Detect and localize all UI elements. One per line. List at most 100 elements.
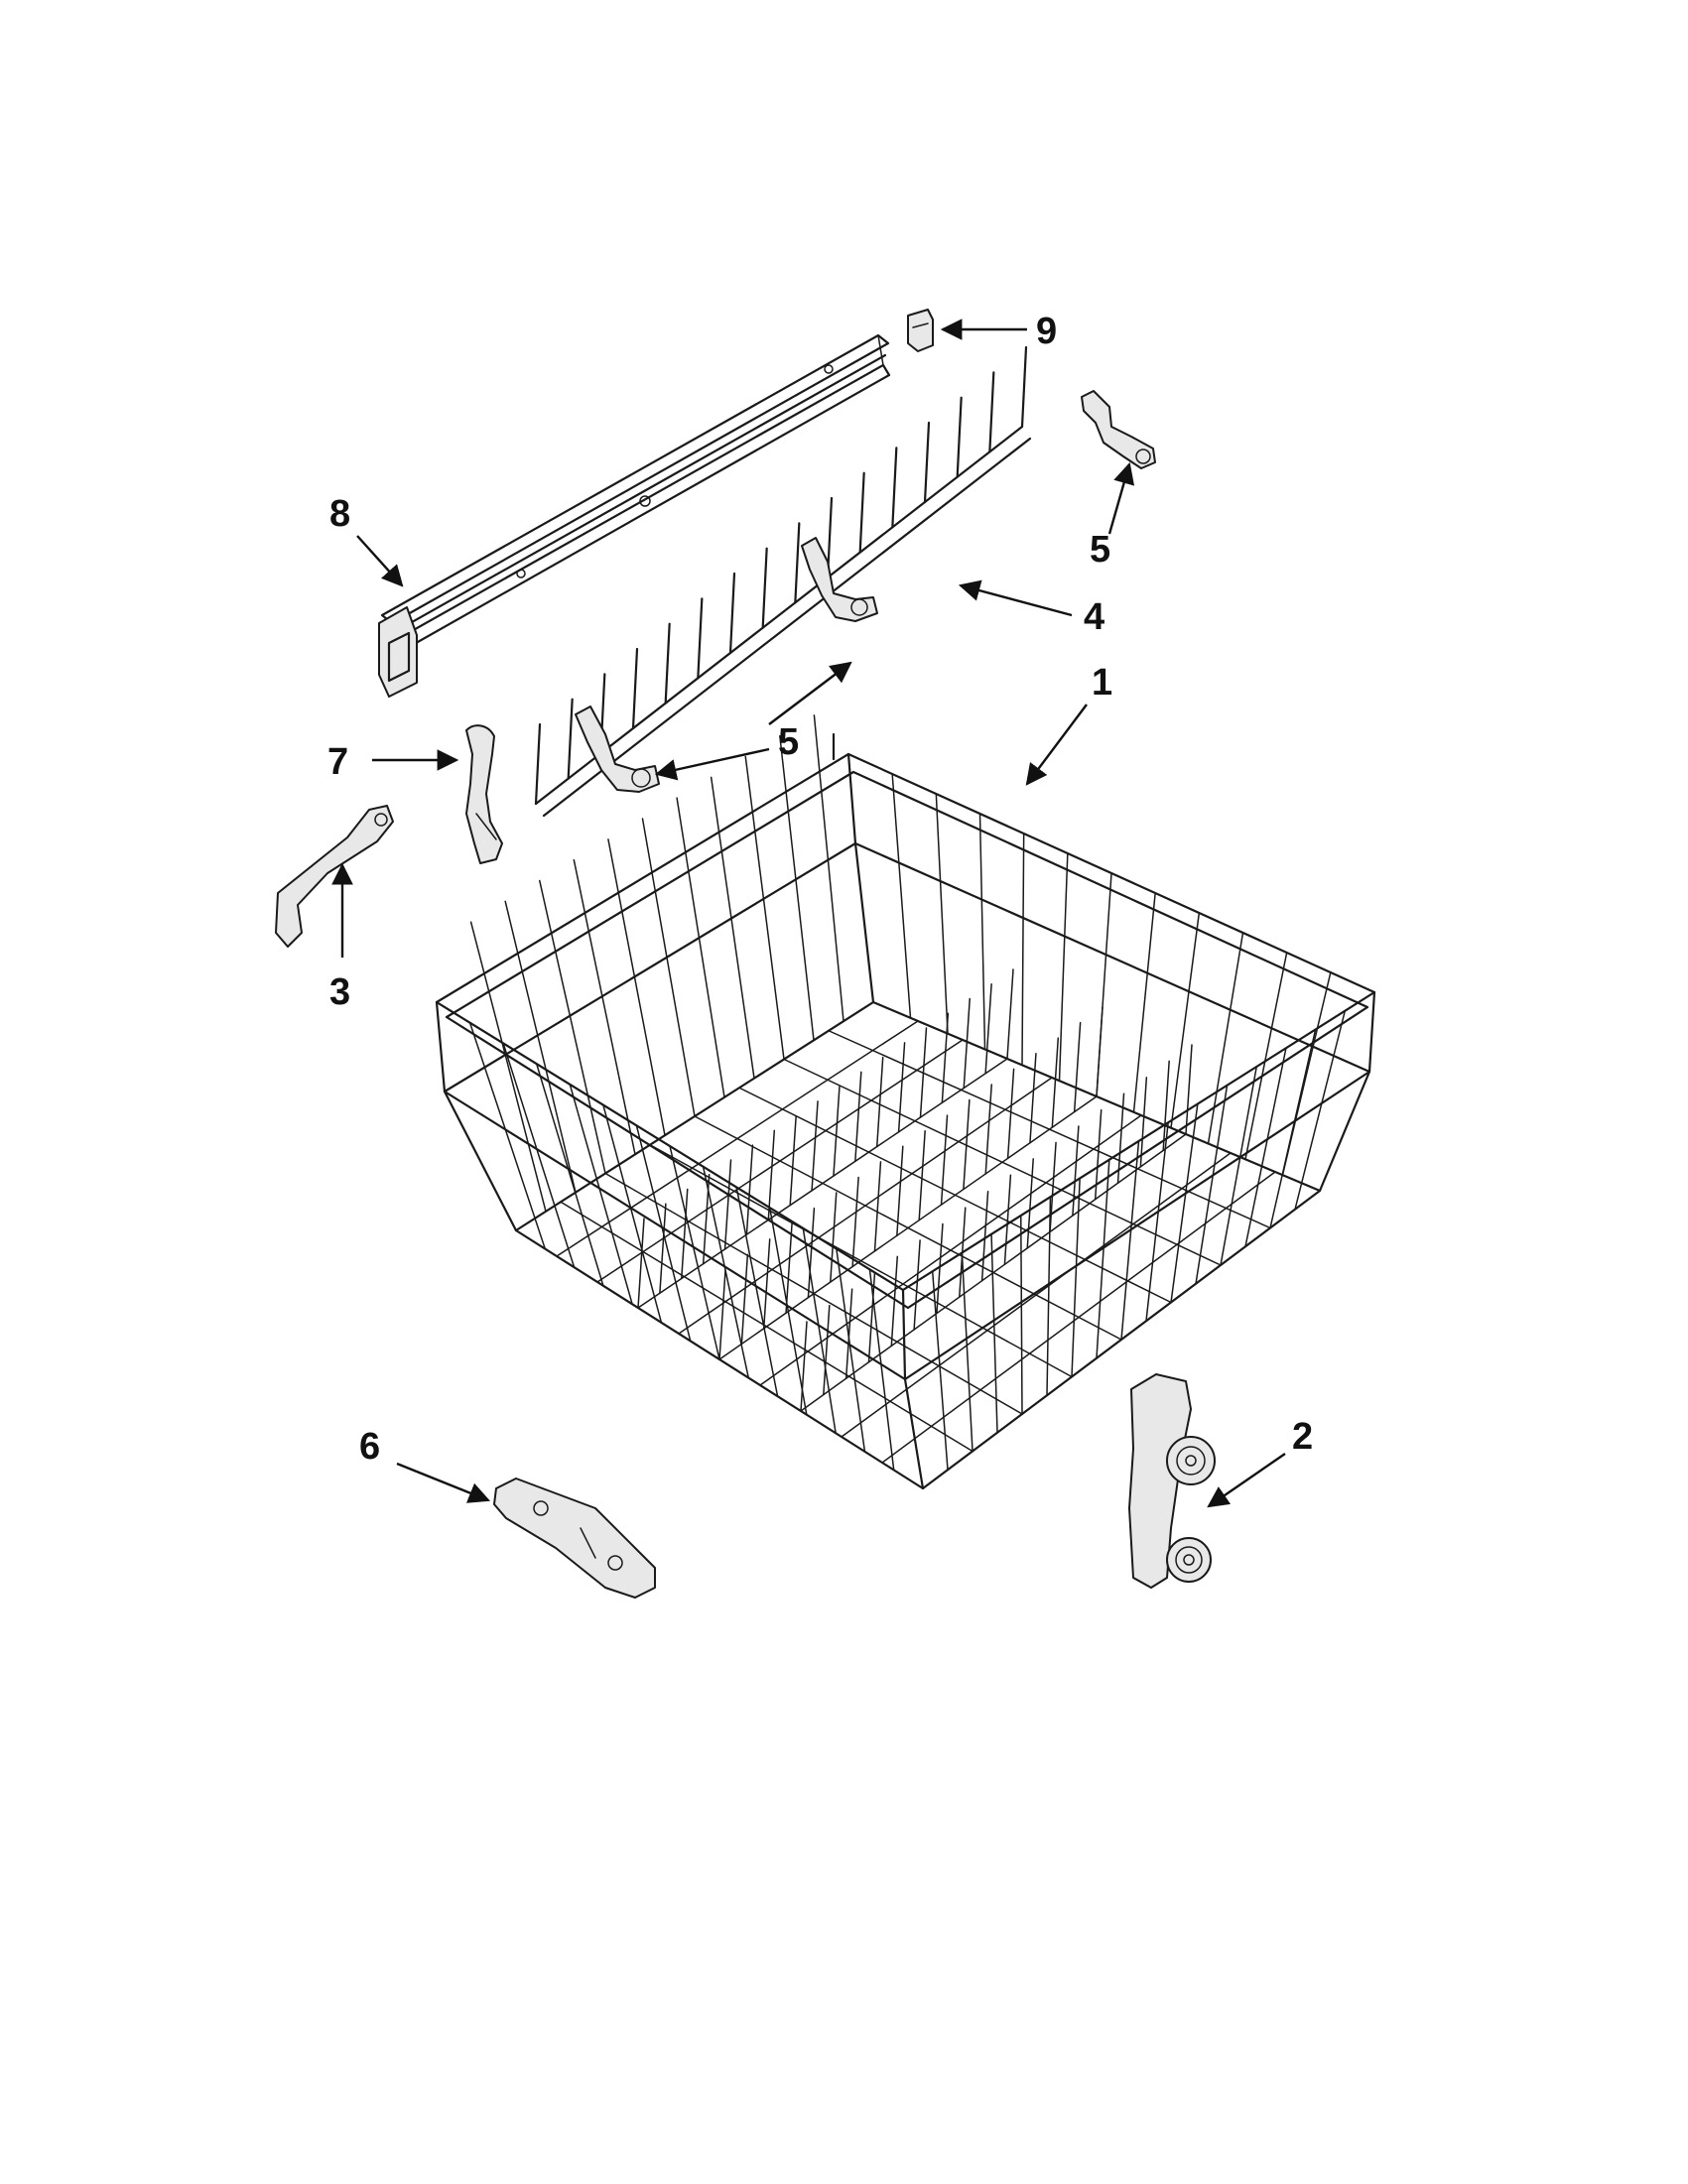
wire: [637, 1058, 1008, 1309]
wire: [873, 1161, 882, 1252]
wire: [988, 371, 995, 453]
wire: [1029, 1053, 1037, 1144]
wire: [1244, 952, 1288, 1161]
wire: [641, 818, 696, 1117]
wire: [745, 1144, 754, 1235]
wire: [1006, 1068, 1015, 1160]
leader-6: [396, 1462, 491, 1503]
wire: [963, 997, 971, 1090]
wire: [1281, 971, 1332, 1176]
wire: [936, 1222, 944, 1315]
wire: [785, 1222, 793, 1314]
wire: [1185, 1044, 1193, 1135]
callout-7: 7: [327, 741, 348, 783]
part-clip-lower: [575, 537, 878, 793]
part-rail: [378, 333, 891, 698]
wire: [891, 447, 898, 529]
wire: [851, 1176, 859, 1268]
wire: [718, 1269, 726, 1360]
wire: [984, 1084, 992, 1175]
leader-4: [958, 579, 1073, 617]
wire: [858, 471, 865, 554]
wire: [1195, 1085, 1229, 1285]
wire: [607, 838, 666, 1136]
wire: [1021, 833, 1025, 1067]
wire: [789, 1114, 797, 1207]
callout-8: 8: [329, 493, 350, 535]
wire: [913, 1239, 921, 1331]
wire: [823, 1304, 831, 1396]
wire: [1020, 345, 1028, 429]
wire: [767, 1129, 776, 1221]
wire: [669, 1145, 720, 1360]
wire: [802, 1227, 837, 1435]
leader-1: [1025, 704, 1088, 786]
wire: [896, 1145, 904, 1237]
wire: [923, 421, 931, 504]
wire: [567, 698, 574, 780]
wire: [961, 1251, 974, 1453]
wire: [800, 1133, 1187, 1412]
wire: [1003, 1174, 1012, 1266]
wire: [836, 1247, 866, 1453]
part-rail-end-clip: [907, 309, 934, 352]
wire: [664, 622, 671, 705]
wire: [659, 1203, 667, 1294]
wire: [940, 1114, 949, 1206]
wire: [761, 547, 768, 629]
wire: [728, 572, 736, 655]
wire: [468, 1021, 547, 1250]
leader-5a: [1107, 461, 1135, 535]
wire: [710, 776, 755, 1080]
wire: [535, 1063, 604, 1287]
wire: [678, 1077, 1053, 1335]
wire: [956, 396, 963, 478]
wire: [959, 1207, 967, 1298]
wire: [762, 1238, 771, 1330]
wire: [702, 1173, 711, 1265]
wire: [1132, 892, 1156, 1113]
leader-8: [356, 535, 404, 587]
wire: [1116, 1092, 1125, 1184]
wire: [881, 1171, 1276, 1464]
wire: [1220, 1066, 1257, 1266]
wire: [1094, 1108, 1103, 1201]
wire: [890, 1255, 899, 1348]
wire: [697, 597, 704, 680]
wire: [963, 1098, 971, 1191]
wire: [919, 1027, 928, 1118]
wire: [602, 1103, 663, 1324]
wire: [1072, 1125, 1080, 1217]
wire: [1207, 932, 1244, 1145]
callout-1: 1: [1092, 662, 1112, 704]
wire: [637, 1218, 645, 1309]
wire: [681, 1188, 689, 1280]
wire: [1051, 1037, 1060, 1128]
wire: [1120, 1140, 1140, 1341]
wire: [931, 1270, 949, 1471]
wire: [811, 1100, 819, 1192]
part-rack-stop: [493, 1477, 656, 1599]
wire: [718, 1095, 1098, 1360]
wire: [759, 1114, 1142, 1386]
wire: [723, 1159, 732, 1250]
leader-5b2: [654, 747, 770, 781]
wire: [504, 900, 577, 1194]
wire: [1049, 1141, 1057, 1233]
part-lever: [275, 805, 394, 948]
wire: [539, 879, 606, 1175]
wire: [1170, 1102, 1199, 1304]
wire: [735, 1186, 779, 1397]
wire: [740, 1253, 749, 1346]
wire: [1162, 1060, 1170, 1152]
wire: [794, 522, 801, 604]
part-retainer: [465, 724, 503, 864]
wire: [844, 1288, 853, 1379]
wire: [935, 793, 949, 1035]
wire: [841, 1152, 1232, 1438]
wire: [984, 983, 992, 1075]
wire: [897, 1042, 906, 1133]
wire: [596, 1039, 964, 1283]
wire: [868, 1268, 895, 1472]
